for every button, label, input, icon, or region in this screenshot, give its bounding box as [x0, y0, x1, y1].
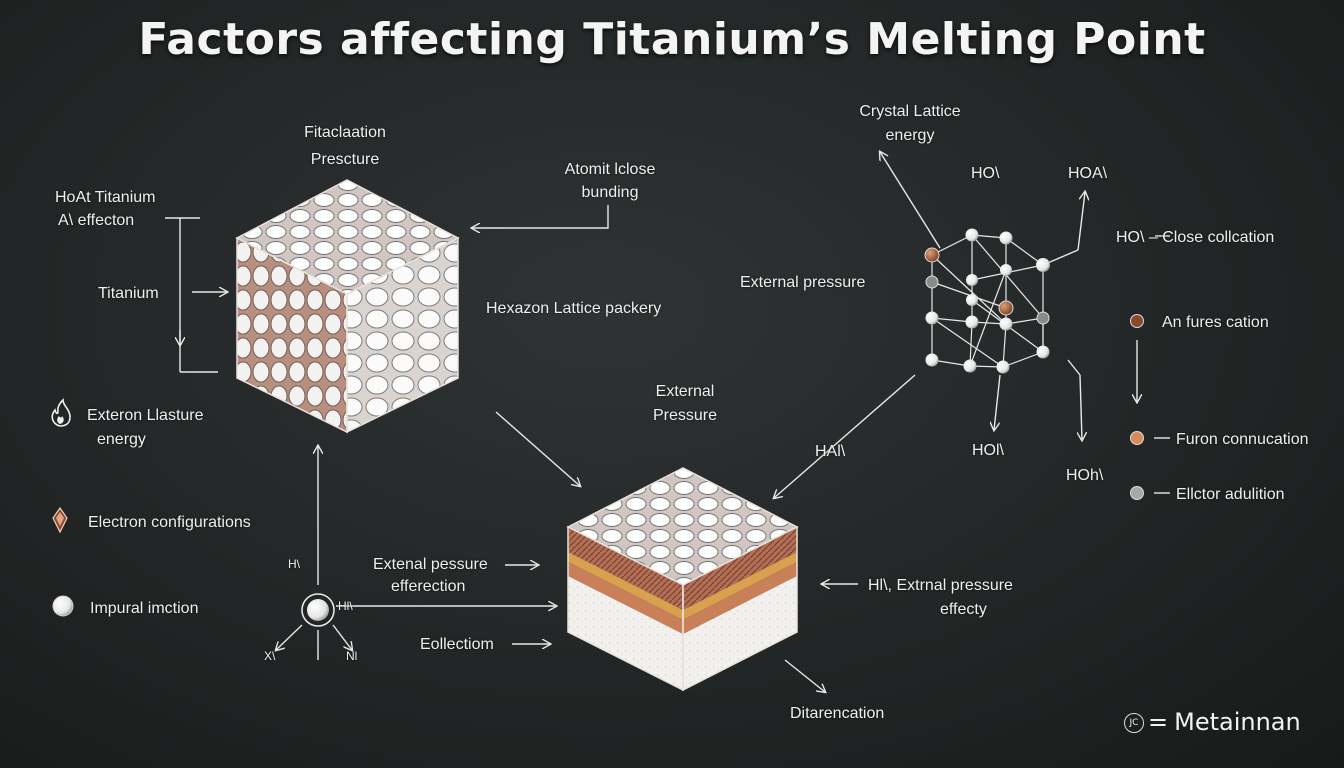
arrow-set — [192, 152, 1170, 692]
label-hoh-4: HOh\ — [1066, 467, 1104, 484]
lattice-atoms — [924, 228, 1050, 374]
left-lattice-cube — [235, 179, 460, 434]
label-hoh-3: HOl\ — [972, 442, 1004, 459]
flame-icon — [51, 398, 71, 427]
label-hoa-2: HOA\ — [1068, 165, 1108, 182]
label-energy-top: energy — [885, 127, 935, 144]
label-hl-external: Hl\, Extrnal pressure — [868, 577, 1013, 594]
legend-ellctor-adulition: Ellctor adulition — [1176, 486, 1285, 503]
label-bunding: bunding — [581, 184, 639, 201]
label-extenal-pessure: Extenal pessure — [373, 556, 488, 573]
page-title: Factors affecting Titanium’s Melting Poi… — [138, 14, 1206, 65]
legend-close-collcation: HO\ – Close collcation — [1116, 229, 1275, 246]
legend-grey-dot — [1130, 486, 1144, 500]
label-energy-left: energy — [97, 431, 146, 448]
label-hal-mid: HAl\ — [815, 443, 846, 460]
label-n-small: Nl — [346, 649, 358, 663]
label-external-pressure-right: External pressure — [740, 274, 866, 291]
left-bracket — [165, 217, 218, 373]
label-titanium: Titanium — [98, 285, 159, 302]
label-h-small: H\ — [288, 557, 300, 571]
label-external-center: External — [655, 383, 715, 400]
label-hoat-titanium: HoAt Titanium — [55, 189, 156, 206]
label-impural-imction: Impural imction — [90, 600, 199, 617]
impurity-sphere-icon — [52, 595, 74, 617]
label-effecton: A\ effecton — [58, 212, 135, 229]
legend-copper-dot — [1130, 314, 1144, 328]
label-effecty: effecty — [940, 601, 987, 618]
label-hl-small: Hl\ — [338, 599, 353, 613]
legend-furon-connucation: Furon connucation — [1176, 431, 1309, 448]
copper-crystal-icon — [52, 506, 68, 534]
label-ditarencation: Ditarencation — [790, 705, 885, 722]
brand-logo-icon: JC — [1124, 713, 1144, 733]
label-crystal-lattice: Crystal Lattice — [859, 103, 961, 120]
legend-orange-dot — [1130, 431, 1144, 445]
label-hexazon-lattice: Hexazon Lattice packery — [486, 300, 662, 317]
label-prescture: Prescture — [310, 151, 380, 168]
legend-an-fures-cation: An fures cation — [1162, 314, 1269, 331]
label-eollectiom: Eollectiom — [420, 636, 494, 653]
brand-name: Metainnan — [1174, 708, 1301, 736]
label-x-small: X\ — [264, 649, 276, 663]
label-exteron-llasture: Exteron Llasture — [87, 407, 204, 424]
center-layered-block — [566, 467, 799, 692]
label-atomit-iclose: Atomit lclose — [564, 161, 656, 178]
label-pressure-center: Pressure — [652, 407, 718, 424]
label-electron-configurations: Electron configurations — [88, 514, 251, 531]
brand-mark: JC=Metainnan — [1124, 708, 1301, 736]
label-ho-1: HO\ — [971, 165, 1000, 182]
label-fitaclaation: Fitaclaation — [304, 124, 386, 141]
label-efferection: efferection — [391, 578, 466, 595]
right-molecular-lattice — [931, 234, 1044, 368]
impurity-atom — [301, 593, 335, 627]
